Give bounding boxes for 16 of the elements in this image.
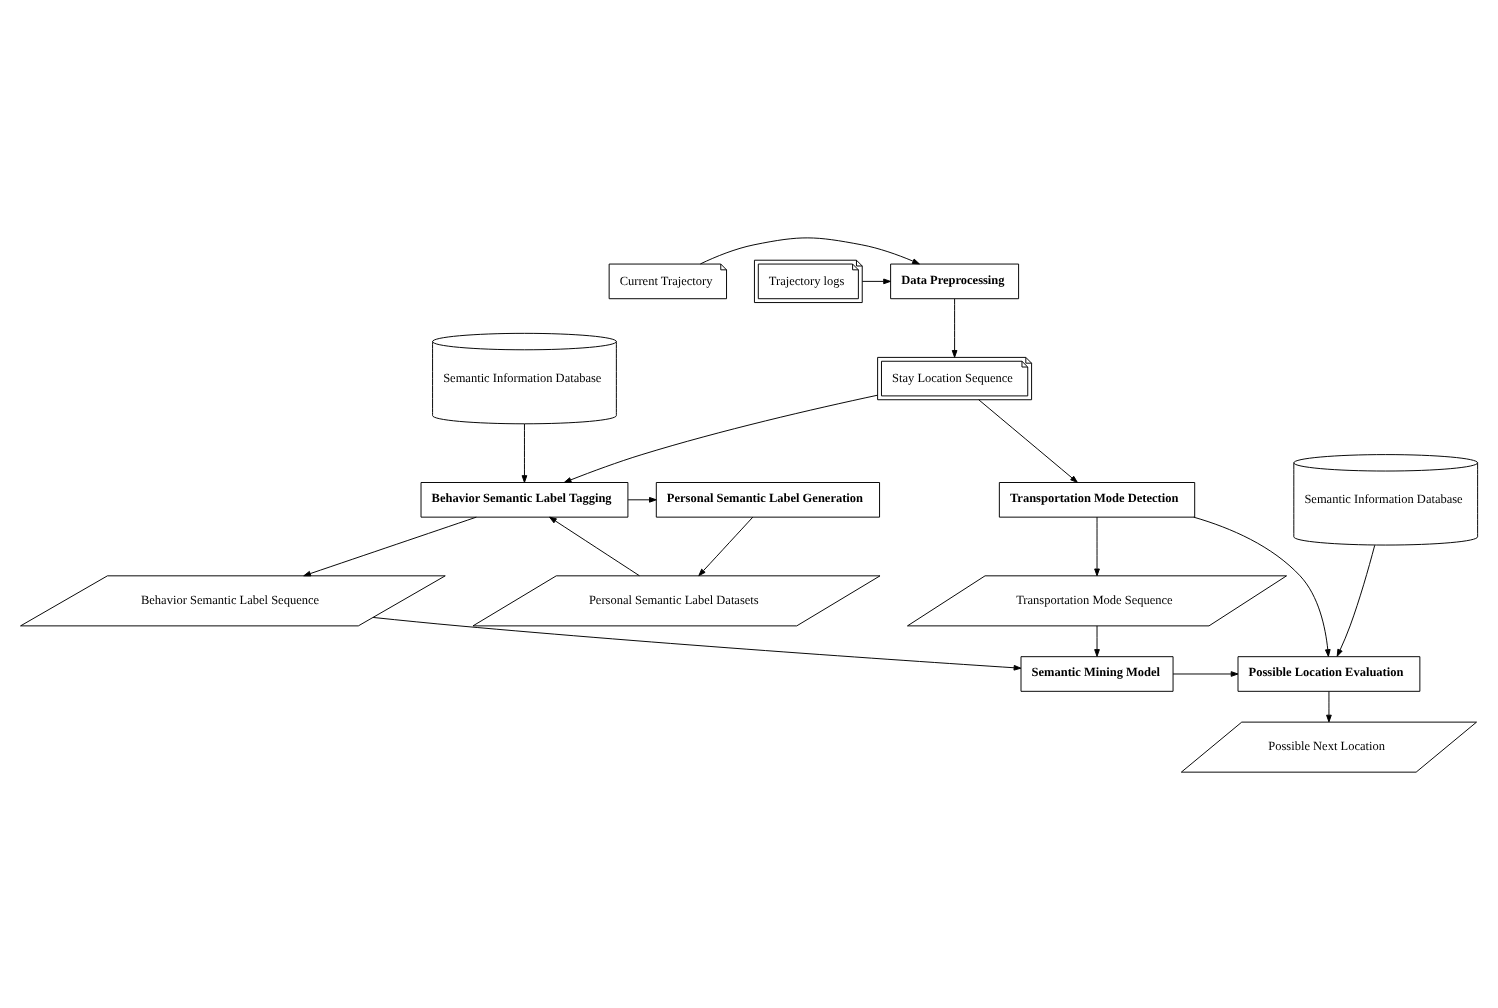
- arrow: [303, 515, 477, 576]
- arrow: [698, 515, 754, 576]
- arrow: [978, 398, 1078, 482]
- arrow: [563, 393, 878, 482]
- arrow: [1193, 515, 1331, 656]
- arrow: [1326, 690, 1332, 722]
- arrow: [1336, 543, 1376, 656]
- arrow: [1172, 670, 1239, 676]
- arrow: [1094, 515, 1100, 576]
- arrow: [549, 515, 640, 576]
- arrow: [1094, 624, 1100, 656]
- arrow: [951, 297, 958, 357]
- arrow: [627, 496, 657, 502]
- arrow: [861, 277, 891, 284]
- arrow: [372, 615, 1022, 670]
- arrow: [521, 422, 528, 482]
